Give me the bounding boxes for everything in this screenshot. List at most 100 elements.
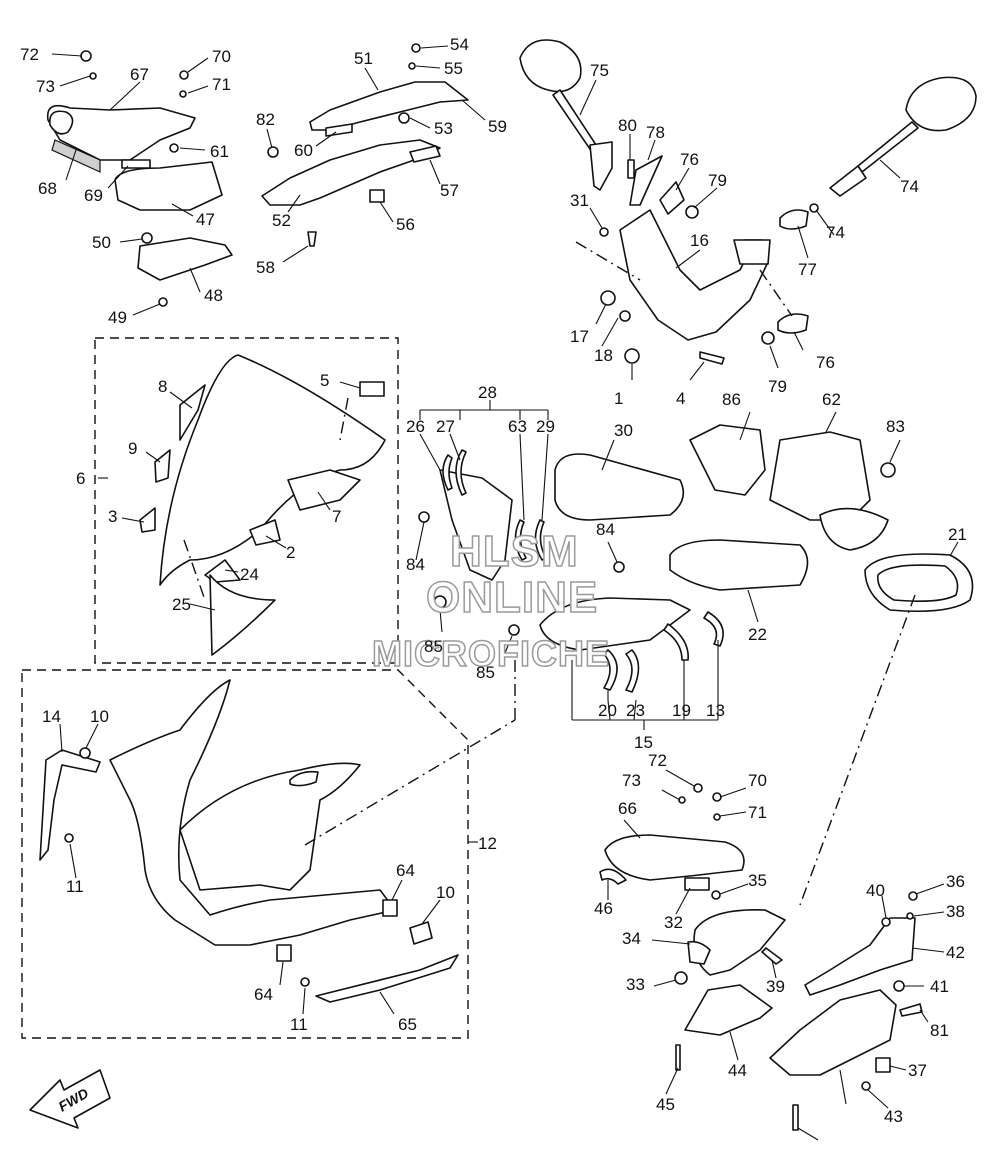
ram-air-duct-group <box>689 424 974 906</box>
callout: 74 <box>826 223 845 242</box>
callout: 12 <box>478 834 497 853</box>
callout: 1 <box>614 389 623 408</box>
callout: 28 <box>478 383 497 402</box>
watermark-line2: ONLINE <box>426 573 598 622</box>
callout: 76 <box>680 150 699 169</box>
callout: 86 <box>722 390 741 409</box>
center-bracket-group <box>418 449 809 693</box>
callout: 62 <box>822 390 841 409</box>
leader-lines <box>51 45 959 1141</box>
callout: 60 <box>294 141 313 160</box>
callout: 47 <box>196 210 215 229</box>
callout: 27 <box>436 417 455 436</box>
callout: 39 <box>766 977 785 996</box>
fwd-arrow: FWD <box>29 1069 111 1129</box>
inner-panel-group <box>261 43 469 247</box>
callout: 4 <box>676 389 685 408</box>
callout: 79 <box>708 171 727 190</box>
callout: 75 <box>590 61 609 80</box>
callout: 77 <box>798 260 817 279</box>
callout: 72 <box>648 751 667 770</box>
callout: 55 <box>444 59 463 78</box>
callout: 54 <box>450 35 469 54</box>
callout: 17 <box>570 327 589 346</box>
callout: 5 <box>320 371 329 390</box>
callout: 84 <box>596 520 615 539</box>
callout: 70 <box>212 47 231 66</box>
callout: 9 <box>128 439 137 458</box>
callout: 85 <box>476 663 495 682</box>
callout: 38 <box>946 902 965 921</box>
callout: 21 <box>948 525 967 544</box>
group-box-cowling <box>21 669 469 1039</box>
callout: 31 <box>570 191 589 210</box>
callout: 24 <box>240 565 259 584</box>
callout: 74 <box>900 177 919 196</box>
callout: 83 <box>886 417 905 436</box>
callout: 34 <box>622 929 641 948</box>
callout: 67 <box>130 65 149 84</box>
callout: 65 <box>398 1015 417 1034</box>
callout: 20 <box>598 701 617 720</box>
upper-cowling-group <box>39 650 516 1003</box>
callout: 78 <box>646 123 665 142</box>
callout: 6 <box>76 469 85 488</box>
callout: 16 <box>690 231 709 250</box>
callout: 13 <box>706 701 725 720</box>
callout: 22 <box>748 625 767 644</box>
watermark-line1: HLSM <box>450 527 579 576</box>
callout: 72 <box>20 45 39 64</box>
callout: 56 <box>396 215 415 234</box>
callout: 10 <box>90 707 109 726</box>
air-duct-left-group <box>46 50 233 307</box>
callout: 18 <box>594 346 613 365</box>
callout: 53 <box>434 119 453 138</box>
callout: 2 <box>286 543 295 562</box>
callout: 36 <box>946 872 965 891</box>
callout: 82 <box>256 110 275 129</box>
callout: 50 <box>92 233 111 252</box>
callout: 25 <box>172 595 191 614</box>
callout: 35 <box>748 871 767 890</box>
callout: 64 <box>254 985 273 1004</box>
callout: 8 <box>158 377 167 396</box>
callout: 66 <box>618 799 637 818</box>
callout: 76 <box>816 353 835 372</box>
windshield-group <box>139 354 386 656</box>
watermark: HLSM ONLINE MICROFICHE <box>371 526 610 675</box>
callout: 79 <box>768 377 787 396</box>
callout: 11 <box>66 877 84 896</box>
callout: 70 <box>748 771 767 790</box>
callout: 80 <box>618 116 637 135</box>
callout: 61 <box>210 142 229 161</box>
callout: 40 <box>866 881 885 900</box>
callout: 32 <box>664 913 683 932</box>
callout: 68 <box>38 179 57 198</box>
callout: 33 <box>626 975 645 994</box>
callout: 43 <box>884 1107 903 1126</box>
callout-labels: 72 73 67 70 71 61 68 69 47 50 48 49 51 5… <box>20 35 967 1126</box>
callout: 57 <box>440 181 459 200</box>
callout: 69 <box>84 186 103 205</box>
callout: 19 <box>672 701 691 720</box>
callout: 23 <box>626 701 645 720</box>
callout: 45 <box>656 1095 675 1114</box>
callout: 52 <box>272 211 291 230</box>
callout: 51 <box>354 49 373 68</box>
callout: 3 <box>108 507 117 526</box>
callout: 37 <box>908 1061 927 1080</box>
callout: 58 <box>256 258 275 277</box>
callout: 30 <box>614 421 633 440</box>
callout: 48 <box>204 286 223 305</box>
callout: 81 <box>930 1021 949 1040</box>
callout: 49 <box>108 308 127 327</box>
callout: 71 <box>748 803 767 822</box>
mirror-stay-group <box>519 39 977 365</box>
callout: 46 <box>594 899 613 918</box>
callout: 10 <box>436 883 455 902</box>
callout: 73 <box>622 771 641 790</box>
callout: 63 <box>508 417 527 436</box>
callout: 42 <box>946 943 965 962</box>
callout: 85 <box>424 637 443 656</box>
